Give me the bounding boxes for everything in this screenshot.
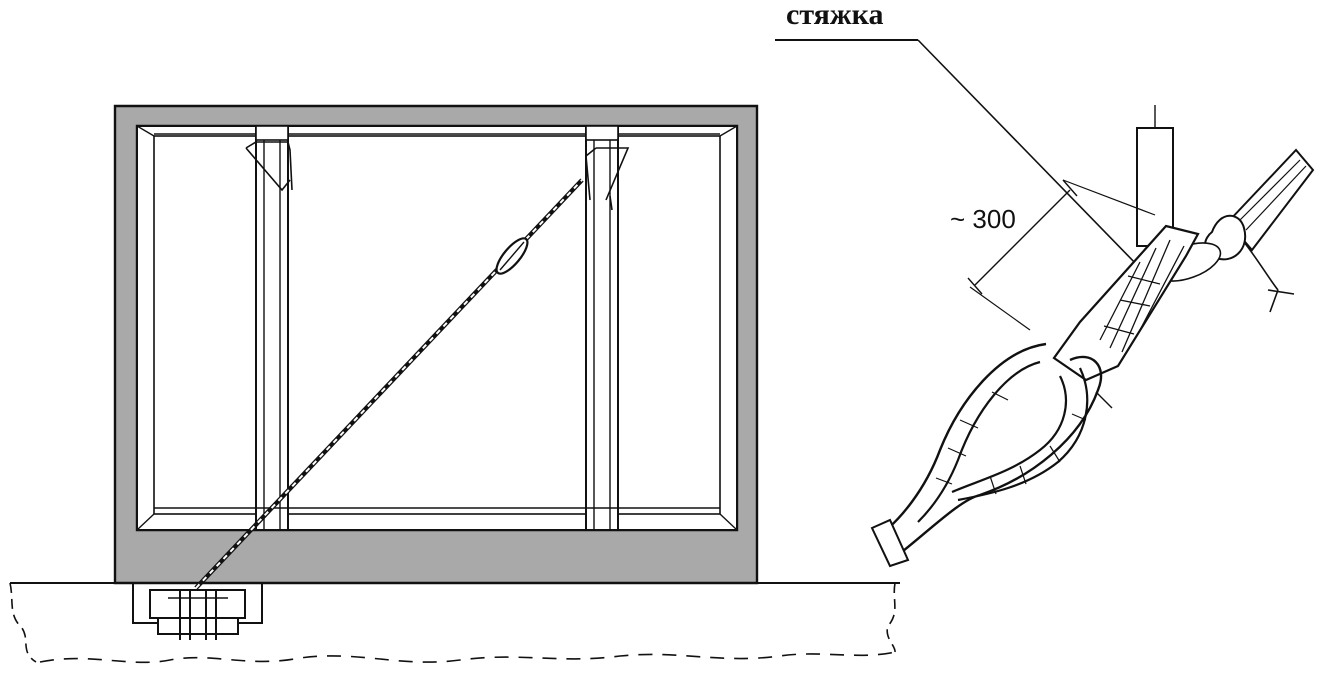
label-leader	[917, 39, 1141, 269]
rope-loop-right	[585, 147, 630, 211]
diagonal-tie	[194, 178, 584, 590]
dimension-ext-bottom	[969, 286, 1031, 331]
footing-inner	[149, 589, 246, 619]
ground-left-edge	[9, 582, 37, 663]
dimension-ext-top	[1062, 179, 1156, 216]
inner-frame-border	[136, 125, 738, 531]
column-right	[585, 125, 619, 531]
twisted-rope	[1052, 224, 1200, 382]
dimension-line	[974, 189, 1071, 286]
dimension-label: ~ 300	[950, 204, 1016, 234]
rope-loop-left	[245, 141, 293, 192]
ground-right-edge	[886, 582, 896, 653]
frame-assembly	[9, 104, 900, 664]
tie-label: стяжка	[786, 0, 883, 31]
ground-bottom-edge	[39, 651, 896, 664]
inner-frame-line	[153, 135, 721, 515]
column-left	[255, 125, 289, 531]
tie-detail	[775, 39, 1315, 568]
rope-loop	[878, 342, 1103, 557]
footing-lower	[157, 617, 239, 635]
